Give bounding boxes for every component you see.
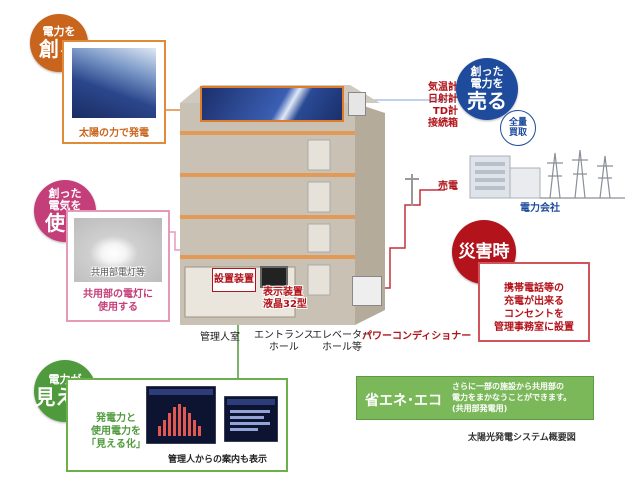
sensor-labels: 気温計 日射計 TD計 接続箱 [403,82,458,130]
visible-screen-note: 管理人からの案内も表示 [168,455,268,465]
ceiling-light-photo: 共用部電灯等 [74,218,162,282]
solar-panel-photo [72,48,156,118]
sell-circle: 創った 電力を 売る [456,58,518,120]
visible-caption-line3: 「見える化」 [86,439,146,450]
use-panel: 共用部電灯等 共用部の電灯に 使用する [66,210,170,322]
eco-box: 省エネ･エコ さらに一部の施設から共用部の 電力をまかなうことができます。 (共… [356,376,594,420]
use-caption-line2: 使用する [98,302,138,313]
sensor-label-junction: 接続箱 [428,118,458,129]
power-company-label: 電力会社 [520,203,560,214]
visible-caption-line2: 使用電力を [91,426,141,437]
sell-circle-mid: 電力を [470,77,504,90]
setsubi-box [212,268,256,292]
use-circle-top: 創った [48,187,82,200]
elevator-label-2: ホール等 [322,342,362,353]
use-photo-label: 共用部電灯等 [90,268,145,278]
create-circle-top: 電力を [42,25,76,38]
visible-panel: 発電力と 使用電力を 「見える化」 管理人からの案内も表示 [66,378,288,472]
sensor-label-solar: 日射計 [428,94,458,105]
disaster-panel: 携帯電話等の 充電が出来る コンセントを 管理事務室に設置 [478,262,590,342]
disaster-line2: 充電が出来る [504,296,564,307]
visible-caption-line1: 発電力と [96,413,136,424]
sensor-box [348,92,366,116]
sensor-label-temperature: 気温計 [428,82,458,93]
display-label-2: 液晶32型 [263,299,307,310]
power-company-illustration [469,149,625,199]
create-caption: 太陽の力で発電 [79,128,149,139]
baiden-label: 売電 [438,181,458,192]
sell-circle-main: 売る [467,89,507,113]
eco-text-line1: さらに一部の施設から共用部の [452,382,564,391]
kanrinin-label: 管理人室 [200,332,240,343]
elevator-label: エレベーター ホール等 [312,330,372,354]
disaster-line4: 管理事務室に設置 [494,322,574,333]
disaster-line3: コンセントを [504,309,564,320]
eco-title: 省エネ･エコ [365,393,442,409]
sell-badge: 全量 買取 [500,110,536,146]
eco-text-line3: (共用部発電用) [452,404,508,413]
sell-badge-line1: 全量 [508,118,527,128]
eco-text-line2: 電力をまかなうことができます。 [452,393,572,402]
monitor-graph-screen [146,386,216,444]
power-conditioner-label: パワーコンディショナー [362,331,472,342]
sell-badge-line2: 買取 [508,128,527,138]
use-caption-line1: 共用部の電灯に [83,289,153,300]
sensor-label-td: TD計 [432,106,458,117]
entrance-label-1: エントランス [254,330,314,341]
use-circle-mid: 電気を [48,199,82,212]
entrance-label: エントランス ホール [254,330,314,354]
roof-solar-panel [200,86,344,122]
disaster-circle-main: 災害時 [458,242,510,262]
sell-circle-top: 創った [470,65,504,78]
create-panel: 太陽の力で発電 [62,40,166,144]
entrance-label-2: ホール [268,342,299,353]
display-label-1: 表示装置 [263,287,303,298]
power-pole-icon [405,174,419,206]
monitor-info-screen [224,396,278,442]
power-conditioner-box [352,276,382,306]
display-monitor [260,266,288,288]
footer-title: 太陽光発電システム概要図 [468,433,576,443]
elevator-label-1: エレベーター [312,330,372,341]
disaster-line1: 携帯電話等の [504,283,564,294]
display-label: 表示装置 液晶32型 [263,287,307,311]
setsubi-label: 設置装置 [214,274,254,285]
